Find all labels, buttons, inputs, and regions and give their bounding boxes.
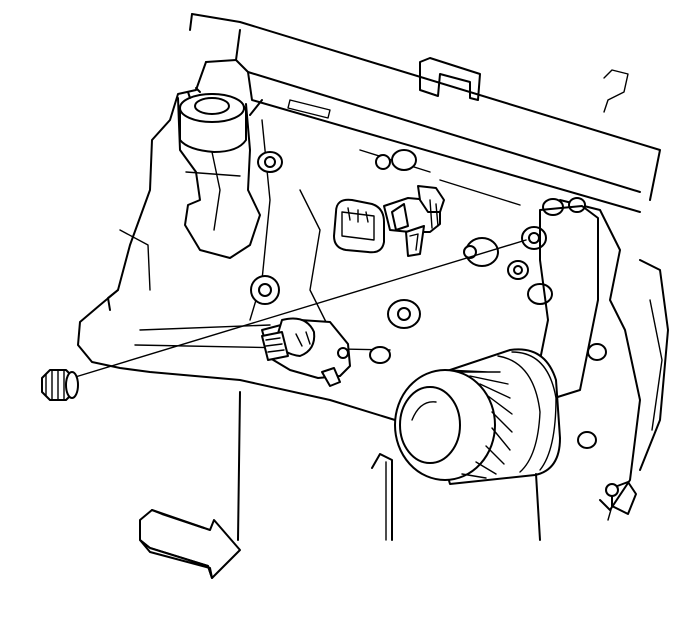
electrical-connector	[333, 198, 385, 254]
oil-pan	[237, 391, 541, 541]
engine-block	[77, 13, 669, 521]
oil-filter	[394, 348, 561, 485]
leader-line	[71, 239, 527, 379]
threaded-plug	[41, 239, 527, 401]
arrow-icon	[139, 509, 241, 579]
thermostat-housing	[177, 87, 261, 259]
sensor	[383, 185, 445, 257]
pressure-sensor	[261, 317, 351, 387]
